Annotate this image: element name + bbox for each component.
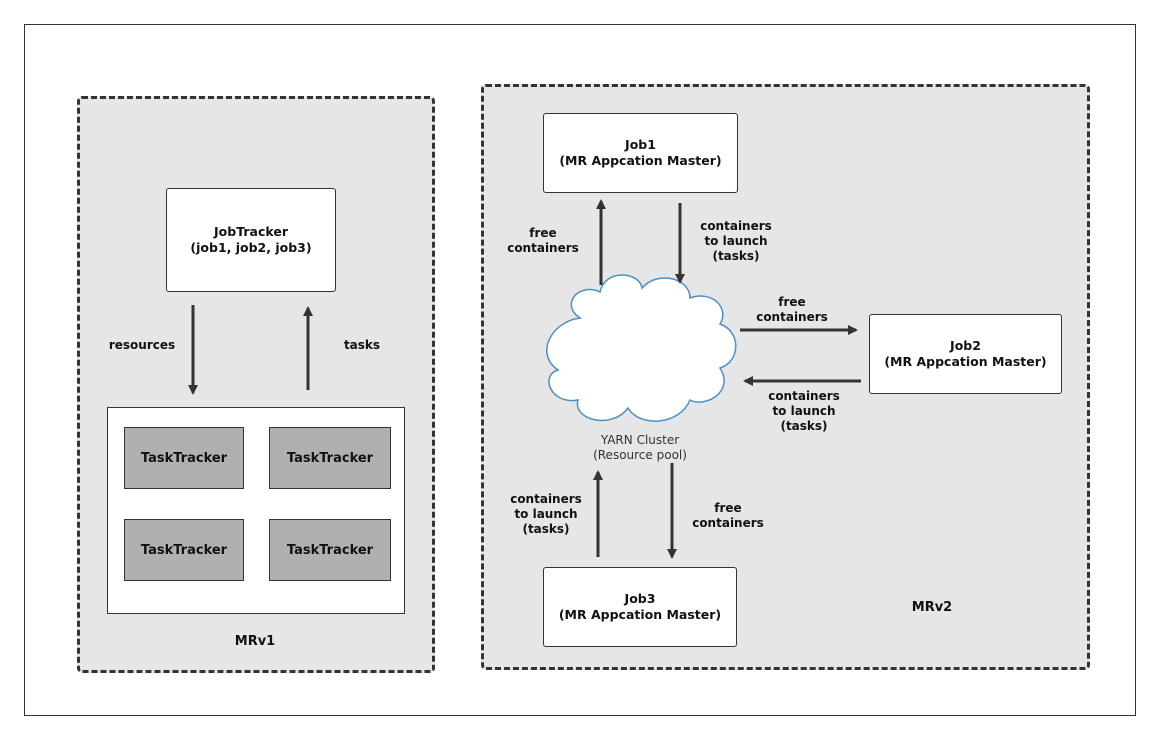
tasks-label: tasks: [343, 338, 381, 352]
job2-right-label: free containers: [756, 295, 828, 324]
job2-subtitle: (MR Appcation Master): [884, 354, 1047, 369]
job3-up-label: containers to launch (tasks): [510, 492, 582, 536]
yarn-cluster-cloud-icon: [546, 274, 737, 422]
job3-box: Job3 (MR Appcation Master): [543, 567, 737, 647]
mrv2-label: MRv2: [911, 600, 953, 615]
job1-up-label: free containers: [507, 226, 579, 255]
tasktracker-box: TaskTracker: [124, 427, 244, 489]
mrv1-label: MRv1: [234, 634, 276, 649]
job3-title: Job3: [624, 591, 656, 606]
jobtracker-jobs: (job1, job2, job3): [190, 240, 312, 255]
job3-down-label: free containers: [692, 501, 764, 530]
job1-subtitle: (MR Appcation Master): [559, 153, 722, 168]
job1-down-label: containers to launch (tasks): [700, 219, 772, 263]
job2-title: Job2: [950, 338, 981, 353]
yarn-cluster-label: YARN Cluster (Resource pool): [593, 433, 687, 462]
job1-title: Job1: [625, 137, 656, 152]
resources-label: resources: [108, 338, 176, 352]
job3-subtitle: (MR Appcation Master): [558, 607, 722, 622]
job2-box: Job2 (MR Appcation Master): [869, 314, 1062, 394]
job2-left-label: containers to launch (tasks): [768, 389, 840, 433]
tasktracker-box: TaskTracker: [269, 519, 391, 581]
job1-box: Job1 (MR Appcation Master): [543, 113, 738, 193]
diagram-frame: [24, 24, 1136, 716]
tasktracker-box: TaskTracker: [269, 427, 391, 489]
tasktracker-box: TaskTracker: [124, 519, 244, 581]
jobtracker-box: JobTracker (job1, job2, job3): [166, 188, 336, 292]
jobtracker-title: JobTracker: [214, 224, 288, 239]
